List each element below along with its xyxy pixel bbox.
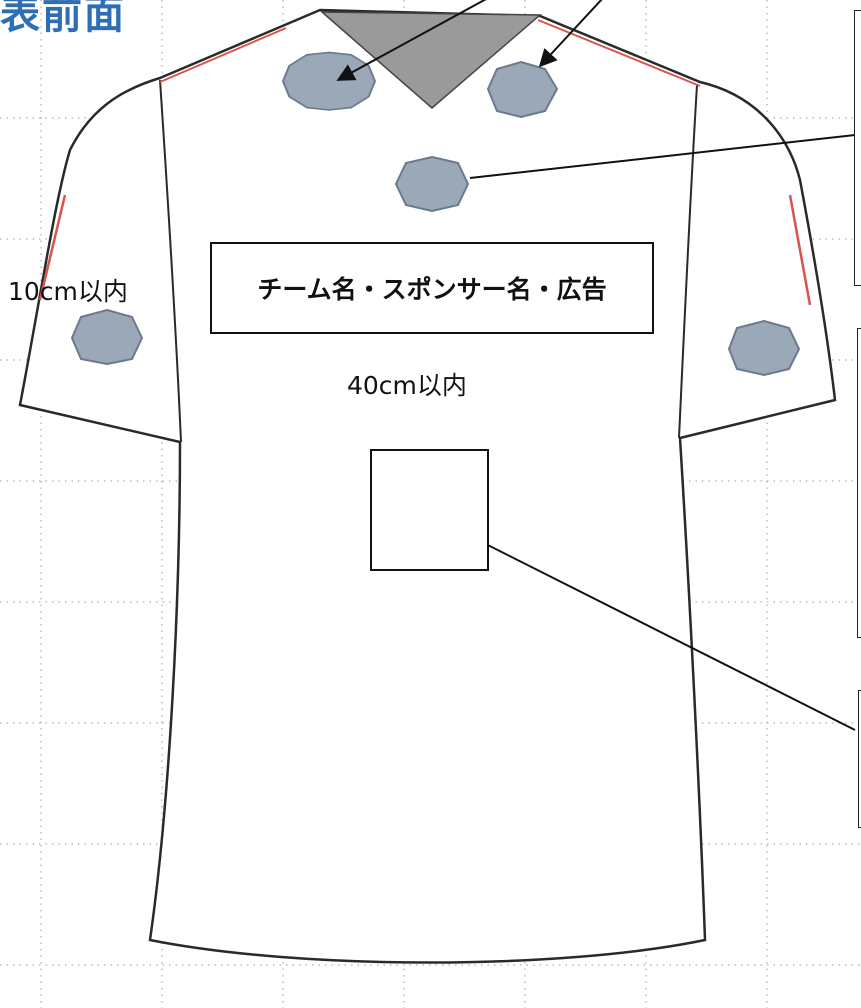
number-area-box xyxy=(370,449,489,571)
right-shoulder-accent xyxy=(537,19,701,87)
sponsor-area-label: チーム名・スポンサー名・広告 xyxy=(257,275,607,304)
emblem-left-sleeve xyxy=(70,308,144,366)
emblem-chest-center xyxy=(394,155,470,213)
emblem-right-sleeve xyxy=(727,319,801,377)
pointer-line-chest-emblem xyxy=(469,134,856,179)
right-armhole-seam xyxy=(678,84,698,439)
left-armhole-seam xyxy=(159,79,182,443)
side-callout-box-bottom xyxy=(858,690,861,828)
right-sleeve-accent xyxy=(788,194,812,306)
emblem-collar-left xyxy=(281,51,377,111)
emblem-collar-right xyxy=(486,60,559,119)
collar-v-neck xyxy=(319,11,542,109)
chest-size-limit-label: 40cm以内 xyxy=(347,371,467,400)
pointer-arrow-collar-right xyxy=(538,0,603,68)
sponsor-area-box: チーム名・スポンサー名・広告 xyxy=(210,242,654,334)
pointer-arrow-number-box xyxy=(456,529,856,731)
sleeve-size-limit-label: 10cm以内 xyxy=(8,277,128,306)
pointer-arrow-collar-left xyxy=(336,0,487,81)
left-shoulder-accent xyxy=(159,27,287,83)
left-sleeve-accent xyxy=(38,194,67,301)
side-callout-box-middle xyxy=(857,328,861,638)
page-title: 表前面 xyxy=(0,0,126,38)
side-callout-box-top xyxy=(854,10,861,286)
